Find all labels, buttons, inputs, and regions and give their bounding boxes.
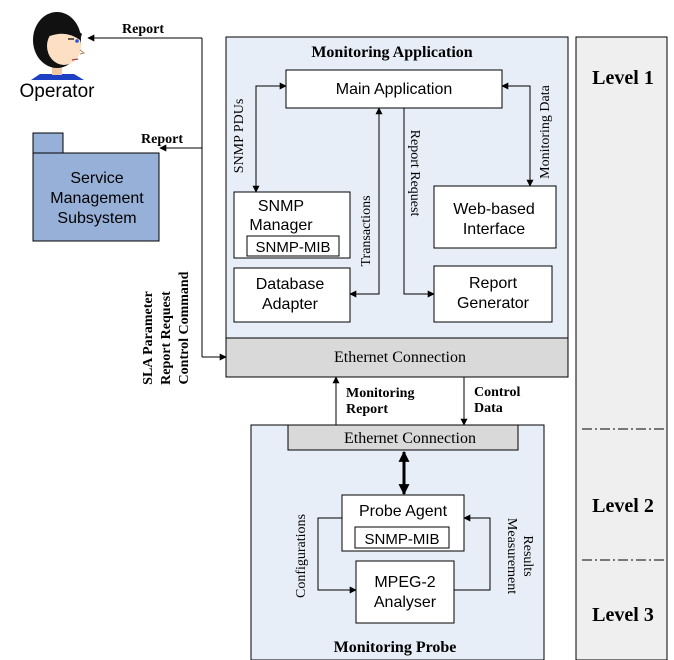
monitoring-probe: Ethernet Connection Probe Agent SNMP-MIB… <box>250 424 545 660</box>
operator-icon <box>31 12 86 80</box>
service-management-subsystem: Service Management Subsystem <box>32 132 160 242</box>
monitoring-application: Monitoring Application Main Application … <box>225 36 569 378</box>
mpeg2-analyser-box <box>355 560 455 624</box>
levels-column: Level 1 Level 2 Level 3 <box>575 36 668 660</box>
configurations-label: Configurations <box>294 514 309 598</box>
database-adapter-line1: Database <box>256 276 325 293</box>
snmp-manager-line2: Manager <box>249 217 313 234</box>
report-generator-box <box>433 265 553 323</box>
monitoring-application-title: Monitoring Application <box>311 44 472 61</box>
app-probe-flows <box>332 376 468 426</box>
control-data-line2: Data <box>474 401 503 416</box>
probe-agent-label: Probe Agent <box>359 503 448 520</box>
app-ethernet-label: Ethernet Connection <box>334 349 466 366</box>
mpeg2-analyser-line1: MPEG-2 <box>374 574 435 591</box>
web-interface-line1: Web-based <box>453 201 535 218</box>
database-adapter-line2: Adapter <box>262 296 319 313</box>
control-data-line1: Control <box>474 385 521 400</box>
snmp-mib-box-app <box>246 235 340 257</box>
level-2-label: Level 2 <box>592 495 654 517</box>
sms-label-line2: Management <box>50 190 144 207</box>
snmp-mib-label-probe: SNMP-MIB <box>365 531 440 548</box>
snmp-manager-line1: SNMP <box>258 198 304 215</box>
app-ethernet-bar <box>225 337 569 378</box>
probe-internal-flows <box>317 514 491 594</box>
probe-ethernet-label: Ethernet Connection <box>344 430 476 447</box>
report-generator-line1: Report <box>469 275 518 292</box>
report-mid-label: Report <box>141 132 183 147</box>
monitoring-report-line1: Monitoring <box>346 386 414 401</box>
control-command-label: Control Command <box>177 271 192 384</box>
level-3-label: Level 3 <box>592 604 654 626</box>
left-connectors <box>87 34 227 361</box>
report-request-label: Report Request <box>407 130 422 217</box>
transactions-label: Transactions <box>359 195 374 266</box>
operator-label: Operator <box>20 81 96 102</box>
measurement-results-line1: Measurement <box>504 518 519 594</box>
sla-parameter-label: SLA Parameter <box>141 291 156 385</box>
mpeg2-analyser-line2: Analyser <box>374 594 437 611</box>
monitoring-probe-title: Monitoring Probe <box>334 639 457 656</box>
web-interface-box <box>433 185 557 249</box>
report-top-label: Report <box>122 22 164 37</box>
app-internal-flows <box>252 82 534 298</box>
probe-ethernet-bar <box>287 424 519 451</box>
level-1-label: Level 1 <box>592 67 654 89</box>
main-application-label: Main Application <box>336 81 453 98</box>
report-generator-line2: Generator <box>457 295 530 312</box>
web-interface-line2: Interface <box>463 221 525 238</box>
database-adapter-box <box>233 267 351 323</box>
monitoring-data-label: Monitoring Data <box>538 84 553 178</box>
snmp-pdus-label: SNMP PDUs <box>232 99 247 174</box>
snmp-mib-box-probe <box>354 526 450 549</box>
report-request-left-label: Report Request <box>159 291 174 385</box>
measurement-results-line2: Results <box>520 535 535 576</box>
snmp-mib-label-app: SNMP-MIB <box>256 239 331 256</box>
monitoring-report-line2: Report <box>346 402 388 417</box>
sms-label-line3: Subsystem <box>57 210 136 227</box>
sms-label-line1: Service <box>70 170 123 187</box>
